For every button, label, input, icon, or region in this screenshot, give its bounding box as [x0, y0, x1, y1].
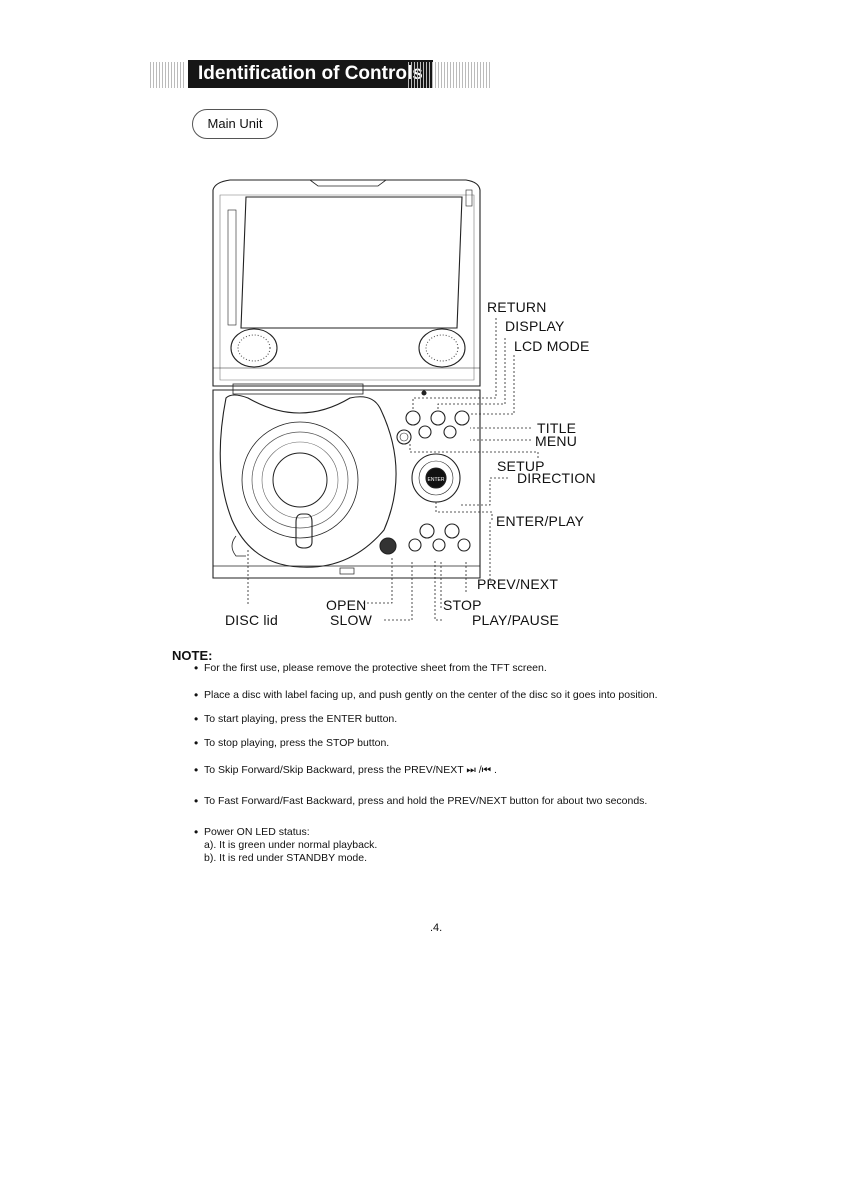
label-slow: SLOW	[330, 612, 373, 628]
label-menu: MENU	[535, 433, 578, 449]
label-stop: STOP	[443, 597, 482, 613]
label-enter-play: ENTER/PLAY	[496, 513, 585, 529]
label-disc-lid: DISC lid	[225, 612, 278, 628]
notes-list: For the first use, please remove the pro…	[194, 662, 756, 876]
note-item: To Skip Forward/Skip Backward, press the…	[194, 764, 756, 777]
header-hatch-right	[408, 62, 492, 88]
note-item: To Fast Forward/Fast Backward, press and…	[194, 795, 756, 808]
speaker-left	[230, 328, 278, 368]
led-status-a: a). It is green under normal playback.	[204, 839, 378, 851]
note-item-led: Power ON LED status:	[194, 826, 756, 839]
device-diagram: ENTER	[212, 179, 539, 621]
speaker-right	[418, 328, 466, 368]
label-setup: SETUP	[497, 458, 545, 474]
label-return: RETURN	[487, 299, 547, 315]
enter-button-label: ENTER	[428, 477, 445, 483]
note-item: To stop playing, press the STOP button.	[194, 737, 756, 750]
page-number: .4.	[430, 922, 443, 934]
header-hatch-left	[150, 62, 184, 88]
note-item: For the first use, please remove the pro…	[194, 662, 756, 675]
page-title: Identification of Controls	[188, 60, 433, 88]
main-unit-label: Main Unit	[192, 109, 278, 139]
base-unit	[212, 389, 481, 579]
led-intro: Power ON LED status:	[204, 826, 310, 838]
led-status-b: b). It is red under STANDBY mode.	[204, 852, 368, 864]
label-title: TITLE	[537, 420, 577, 436]
label-lcd-mode: LCD MODE	[514, 338, 590, 354]
note-heading: NOTE:	[172, 648, 213, 663]
lid-housing	[212, 179, 481, 387]
note-item: To start playing, press the ENTER button…	[194, 713, 756, 726]
lcd-screen	[240, 196, 463, 329]
label-open: OPEN	[326, 597, 367, 613]
label-prev-next: PREV/NEXT	[477, 576, 559, 592]
label-display: DISPLAY	[505, 318, 565, 334]
note-item: Place a disc with label facing up, and p…	[194, 689, 756, 702]
label-direction: DIRECTION	[517, 470, 596, 486]
section-header: Identification of Controls	[150, 58, 495, 90]
label-play-pause: PLAY/PAUSE	[472, 612, 560, 628]
disc-lid	[219, 394, 397, 568]
